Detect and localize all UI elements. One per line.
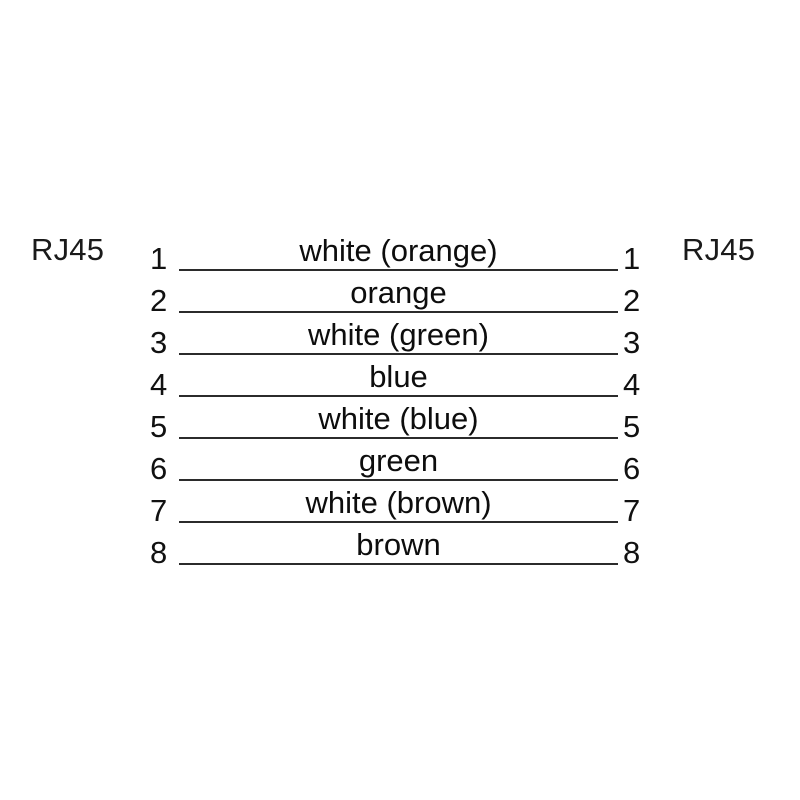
left-pin-number: 4 xyxy=(150,367,168,402)
wire-line xyxy=(179,521,618,523)
wire-color-label: blue xyxy=(369,359,428,394)
right-connector-label: RJ45 xyxy=(682,232,756,267)
wire-color-label: orange xyxy=(350,275,447,310)
wire-line xyxy=(179,479,618,481)
wire-color-label: green xyxy=(358,443,439,478)
right-pin-number: 7 xyxy=(623,493,641,528)
wire-color-label: white (green) xyxy=(308,317,489,352)
left-connector-label: RJ45 xyxy=(31,232,105,267)
wire-color-label: white (orange) xyxy=(299,233,498,268)
wire-line xyxy=(179,395,618,397)
wire-color-label: white (blue) xyxy=(318,401,479,436)
left-pin-number: 7 xyxy=(150,493,168,528)
right-pin-number: 5 xyxy=(623,409,641,444)
left-pin-number: 6 xyxy=(150,451,168,486)
left-pin-number: 2 xyxy=(150,283,168,318)
wire-color-label: white (brown) xyxy=(305,485,492,520)
right-pin-number: 4 xyxy=(623,367,641,402)
wire-line xyxy=(179,563,618,565)
wire-line xyxy=(179,311,618,313)
left-pin-number: 5 xyxy=(150,409,168,444)
wire-line xyxy=(179,437,618,439)
right-pin-number: 2 xyxy=(623,283,641,318)
left-pin-number: 1 xyxy=(150,241,168,276)
right-pin-number: 1 xyxy=(623,241,641,276)
left-pin-number: 8 xyxy=(150,535,168,570)
wire-line xyxy=(179,353,618,355)
right-pin-number: 6 xyxy=(623,451,641,486)
wire-line xyxy=(179,269,618,271)
right-pin-number: 3 xyxy=(623,325,641,360)
right-pin-number: 8 xyxy=(623,535,641,570)
wire-color-label: brown xyxy=(356,527,441,562)
left-pin-number: 3 xyxy=(150,325,168,360)
